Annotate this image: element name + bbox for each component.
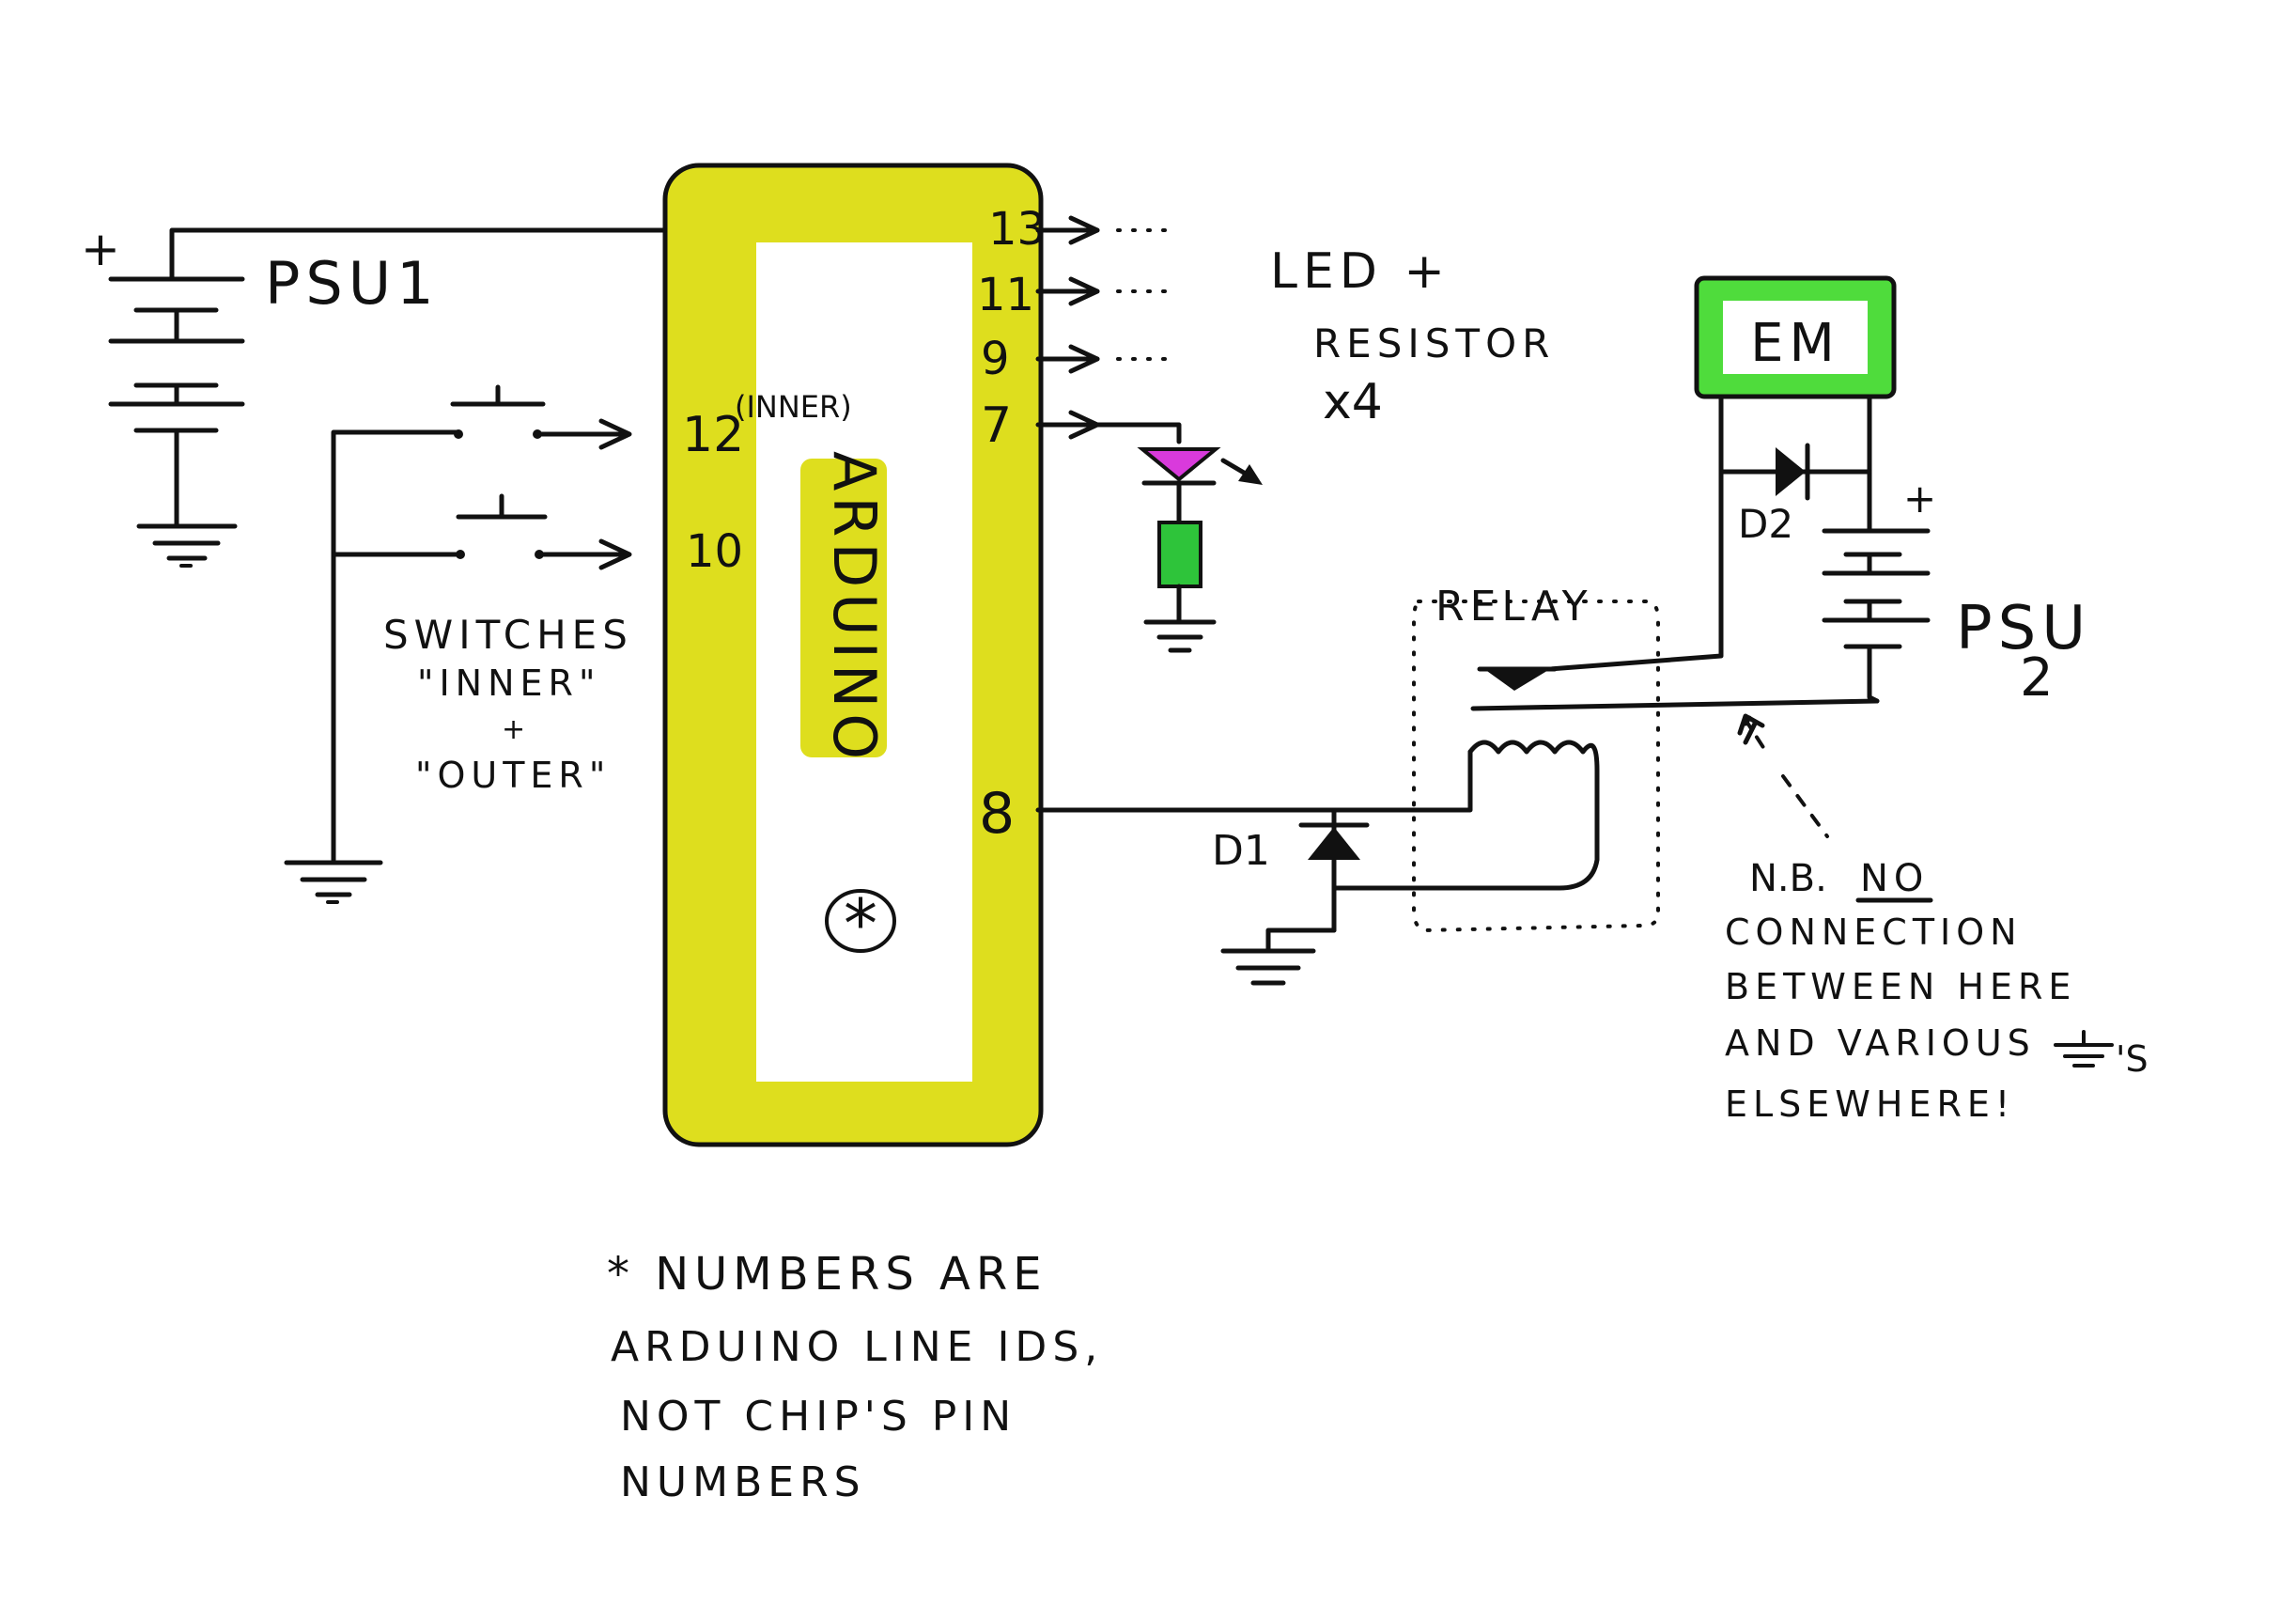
psu1-battery: + PSU1 <box>81 222 668 568</box>
switches-line3: + <box>502 713 525 746</box>
nb-line3: BETWEEN HERE <box>1725 966 2076 1007</box>
nb-line5: ELSEWHERE! <box>1725 1083 2015 1125</box>
pin-10-label: 10 <box>686 525 743 578</box>
nb-note: N.B. NO CONNECTION BETWEEN HERE AND VARI… <box>1725 713 2149 1125</box>
resistor-icon <box>1157 521 1202 588</box>
numbers-note: * NUMBERS ARE ARDUINO LINE IDS, NOT CHIP… <box>607 1248 1103 1506</box>
numbers-note-line4: NUMBERS <box>620 1458 866 1506</box>
switches: SWITCHES "INNER" + "OUTER" <box>284 384 633 904</box>
relay-contact-icon <box>1484 669 1550 691</box>
pin-9-label: 9 <box>981 333 1010 385</box>
pin-12-label: 12 <box>682 407 744 463</box>
psu2-plus: + <box>1903 475 1936 522</box>
relay-label: RELAY <box>1435 583 1592 631</box>
numbers-note-line2: ARDUINO LINE IDS, <box>611 1323 1103 1371</box>
nb-line4: AND VARIOUS <box>1725 1022 2036 1064</box>
led-group-line2: RESISTOR <box>1313 320 1555 366</box>
arduino-label-box <box>800 459 887 757</box>
em-label: EM <box>1750 313 1840 374</box>
asterisk-mark: * <box>844 884 877 963</box>
d1-diode-icon <box>1308 827 1360 860</box>
nb-line1-prefix: N.B. <box>1749 857 1827 900</box>
ground-symbol-icon <box>2054 1030 2114 1068</box>
d2-diode-icon <box>1776 447 1806 496</box>
em-circuit: EM D2 + PSU 2 <box>1547 275 2091 709</box>
pin-12-inner-tag: (INNER) <box>735 389 852 425</box>
switches-line4: "OUTER" <box>415 755 611 796</box>
d2-label: D2 <box>1738 501 1793 547</box>
psu1-label: PSU1 <box>265 249 440 318</box>
nb-line4-suffix: 'S <box>2116 1038 2149 1080</box>
asterisk-circle <box>825 889 896 953</box>
numbers-note-line1: * NUMBERS ARE <box>607 1248 1047 1301</box>
switches-line1: SWITCHES <box>383 612 633 658</box>
d1-label: D1 <box>1212 827 1270 875</box>
led-group-line1: LED + <box>1270 243 1451 300</box>
relay-driver: D1 <box>1035 740 1600 986</box>
numbers-note-line3: NOT CHIP'S PIN <box>620 1393 1016 1441</box>
arduino-label: ARDUINO <box>820 451 889 765</box>
nb-line1-emph: NO <box>1860 857 1929 900</box>
psu2-label: PSU <box>1956 594 2091 663</box>
psu2-label-num: 2 <box>2020 647 2054 709</box>
arduino-board: ARDUINO * 13 11 9 7 12 (INNER) 10 8 <box>662 163 1046 1147</box>
led-icon <box>1137 447 1221 482</box>
led-group-line3: x4 <box>1323 374 1383 430</box>
pin-8-label: 8 <box>979 781 1015 847</box>
relay: RELAY <box>1412 583 1880 933</box>
led-outputs: LED + RESISTOR x4 <box>1035 215 1555 653</box>
psu1-plus: + <box>81 222 120 276</box>
pin-11-label: 11 <box>977 269 1034 321</box>
nb-line2: CONNECTION <box>1725 912 2023 953</box>
switches-line2: "INNER" <box>417 662 600 704</box>
pin-7-label: 7 <box>981 397 1012 454</box>
